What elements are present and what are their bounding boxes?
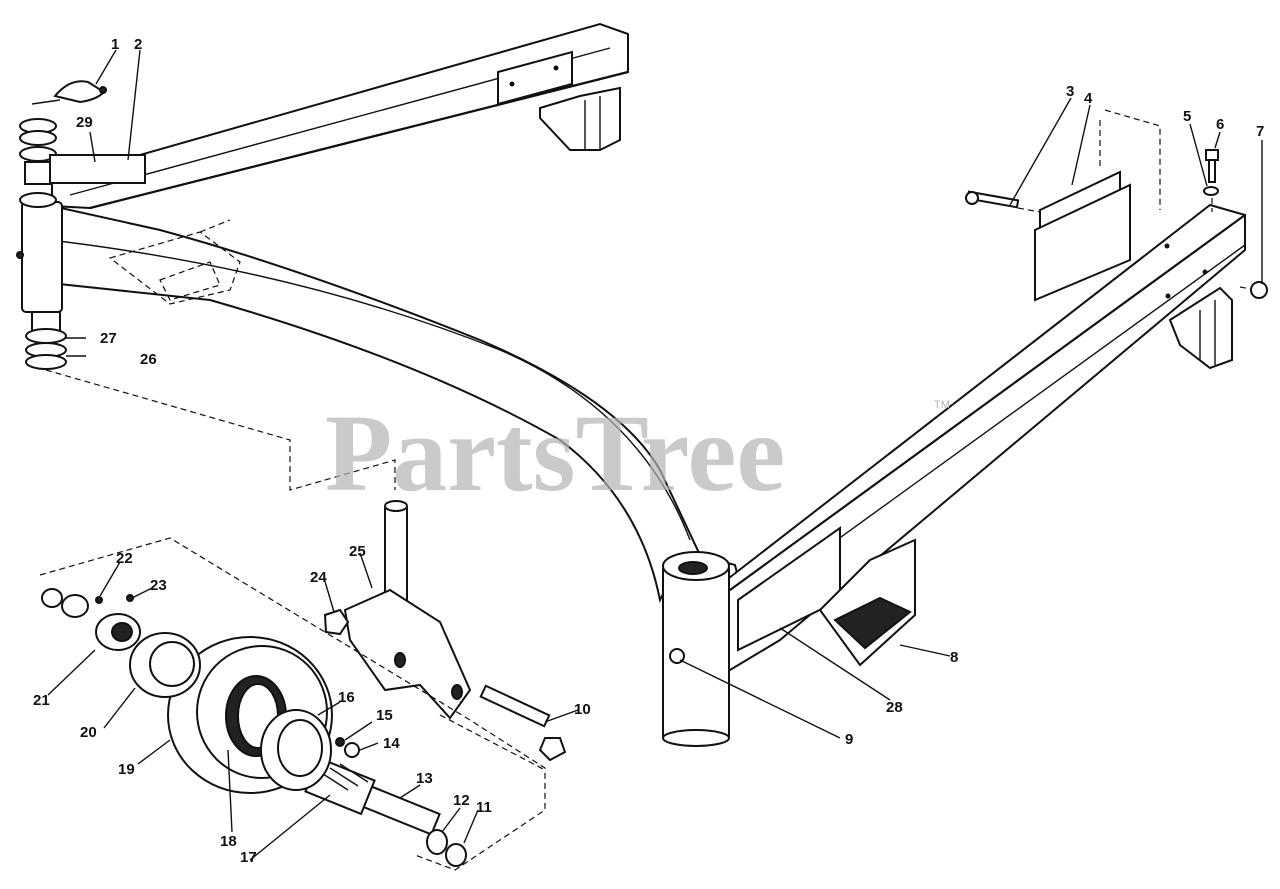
watermark-trademark: TM bbox=[934, 399, 950, 411]
callout-4: 4 bbox=[1084, 90, 1093, 107]
wheel-assembly bbox=[41, 588, 333, 794]
callout-13: 13 bbox=[416, 770, 433, 787]
washer-15 bbox=[335, 737, 345, 747]
callout-5: 5 bbox=[1183, 108, 1191, 125]
bolt-head-6 bbox=[1205, 149, 1219, 161]
bumper-bracket-assembly bbox=[965, 109, 1161, 302]
bearing-left bbox=[61, 594, 89, 618]
washer-5 bbox=[1203, 186, 1219, 196]
frame-drawing bbox=[16, 22, 1247, 747]
callout-17: 17 bbox=[240, 849, 257, 866]
callout-20: 20 bbox=[80, 724, 97, 741]
callout-24: 24 bbox=[310, 569, 327, 586]
callout-23: 23 bbox=[150, 577, 167, 594]
nut-7 bbox=[1250, 281, 1268, 299]
bumper-block bbox=[1034, 183, 1131, 302]
callout-18: 18 bbox=[220, 833, 237, 850]
callout-12: 12 bbox=[453, 792, 470, 809]
step-pad bbox=[833, 596, 912, 650]
grease-fitting-1 bbox=[53, 80, 106, 104]
callout-9: 9 bbox=[845, 731, 853, 748]
fastener-group-right bbox=[1203, 149, 1268, 299]
callout-19: 19 bbox=[118, 761, 135, 778]
callout-3: 3 bbox=[1066, 83, 1074, 100]
callout-8: 8 bbox=[950, 649, 958, 666]
callout-21: 21 bbox=[33, 692, 50, 709]
callout-26: 26 bbox=[140, 351, 157, 368]
callout-10: 10 bbox=[574, 701, 591, 718]
wheel-bracket-25 bbox=[343, 588, 472, 720]
nut-14 bbox=[344, 742, 360, 758]
callout-25: 25 bbox=[349, 543, 366, 560]
callout-29: 29 bbox=[76, 114, 93, 131]
nut-24 bbox=[323, 608, 350, 636]
callout-16: 16 bbox=[338, 689, 355, 706]
callout-labels: 1 2 3 4 5 6 7 8 9 10 11 12 13 14 15 16 1… bbox=[33, 36, 1264, 866]
callout-2: 2 bbox=[134, 36, 142, 53]
bolt-22 bbox=[95, 596, 103, 604]
callout-1: 1 bbox=[111, 36, 119, 53]
callout-6: 6 bbox=[1216, 116, 1224, 133]
callout-27: 27 bbox=[100, 330, 117, 347]
callout-11: 11 bbox=[476, 799, 492, 816]
washer-11 bbox=[445, 843, 467, 867]
rear-rail-plate bbox=[497, 50, 573, 106]
nut-12 bbox=[426, 829, 448, 855]
rear-foot-bracket bbox=[539, 86, 621, 151]
leader-lines bbox=[47, 49, 1263, 861]
callout-22: 22 bbox=[116, 550, 133, 567]
callout-14: 14 bbox=[383, 735, 400, 752]
bolt-10 bbox=[479, 684, 551, 728]
washer-left bbox=[41, 588, 63, 608]
pivot-hardware bbox=[19, 80, 146, 370]
callout-7: 7 bbox=[1256, 123, 1264, 140]
pivot-tube bbox=[21, 201, 63, 313]
callout-28: 28 bbox=[886, 699, 903, 716]
watermark-text: PartsTree bbox=[325, 392, 785, 514]
right-foot-bracket bbox=[1168, 286, 1233, 370]
step-bracket bbox=[818, 538, 916, 667]
callout-15: 15 bbox=[376, 707, 393, 724]
bushing-plate-2 bbox=[49, 154, 146, 184]
